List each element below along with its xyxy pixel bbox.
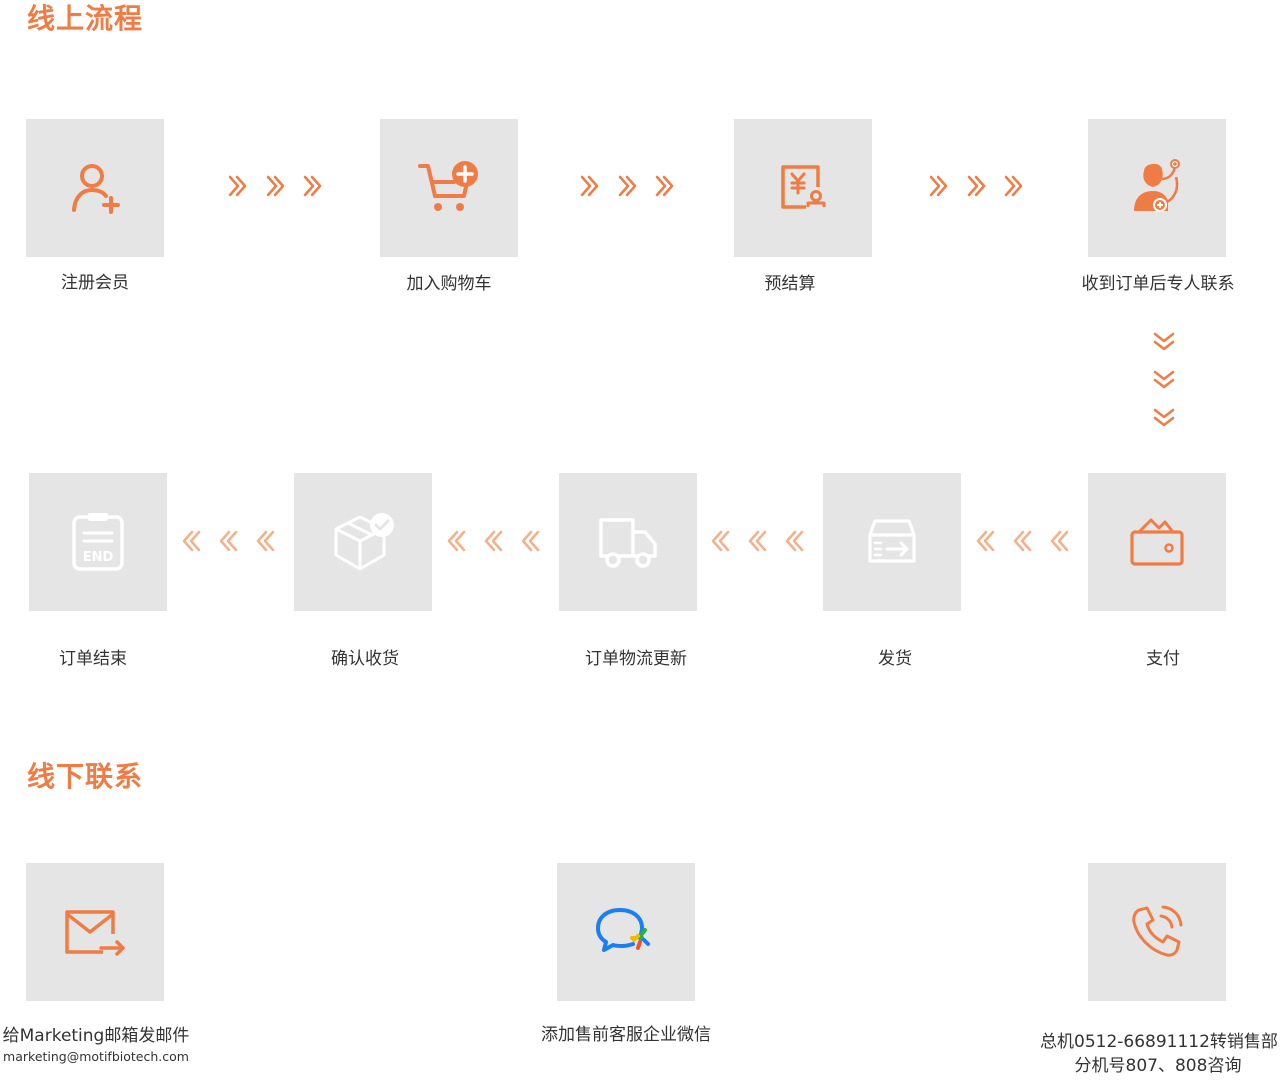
contact-wecom-tile[interactable] [557, 863, 695, 1001]
step-logistics-tile[interactable] [559, 473, 697, 611]
wecom-icon [596, 908, 650, 952]
step-cart-tile[interactable] [380, 119, 518, 257]
wallet-icon [1130, 518, 1184, 566]
svg-text:END: END [83, 550, 114, 565]
box-check-icon [334, 513, 394, 571]
shipping-box-icon [868, 519, 916, 563]
flow-arrows-left-4 [976, 529, 1076, 553]
flow-arrows-left-3 [711, 529, 811, 553]
step-logistics-label: 订单物流更新 [585, 649, 687, 669]
step-ship-tile[interactable] [823, 473, 961, 611]
flow-arrows-down [1152, 332, 1176, 430]
mail-send-icon [65, 910, 125, 956]
contact-wecom-label: 添加售前客服企业微信 [541, 1025, 711, 1045]
step-receipt-tile[interactable] [294, 473, 432, 611]
step-register-label: 注册会员 [61, 273, 129, 293]
invoice-yuan-icon [781, 165, 826, 209]
contact-email-address[interactable]: marketing@motifbiotech.com [3, 1049, 189, 1064]
step-order-end-tile[interactable]: END [29, 473, 167, 611]
step-order-end-label: 订单结束 [59, 649, 127, 669]
step-contact-tile[interactable] [1088, 119, 1226, 257]
clipboard-end-icon: END [72, 513, 124, 571]
flow-arrows-left-1 [182, 529, 282, 553]
step-receipt-label: 确认收货 [331, 649, 399, 669]
online-section-title: 线上流程 [27, 2, 144, 35]
step-contact-label: 收到订单后专人联系 [1081, 274, 1235, 294]
step-register-tile[interactable] [26, 119, 164, 257]
contact-phone-label: 总机0512-66891112转销售部 [1040, 1032, 1278, 1052]
flow-arrows-right-3 [929, 174, 1033, 198]
step-pay-tile[interactable] [1088, 473, 1226, 611]
contact-email-tile[interactable] [26, 863, 164, 1001]
offline-section-title: 线下联系 [27, 760, 144, 793]
step-checkout-tile[interactable] [734, 119, 872, 257]
contact-phone-tile[interactable] [1088, 863, 1226, 1001]
user-add-icon [72, 164, 120, 214]
flow-arrows-left-2 [447, 529, 547, 553]
phone-icon [1132, 905, 1183, 957]
customer-service-icon [1134, 159, 1180, 212]
step-checkout-label: 预结算 [764, 274, 816, 294]
truck-icon [599, 518, 657, 568]
flow-arrows-right-2 [580, 174, 684, 198]
step-ship-label: 发货 [878, 649, 912, 669]
cart-add-icon [418, 161, 478, 211]
flow-arrows-right-1 [228, 174, 332, 198]
contact-email-label: 给Marketing邮箱发邮件 [2, 1026, 190, 1046]
step-cart-label: 加入购物车 [406, 274, 492, 294]
step-pay-label: 支付 [1146, 649, 1180, 669]
contact-phone-extension: 分机号807、808咨询 [1074, 1056, 1242, 1076]
